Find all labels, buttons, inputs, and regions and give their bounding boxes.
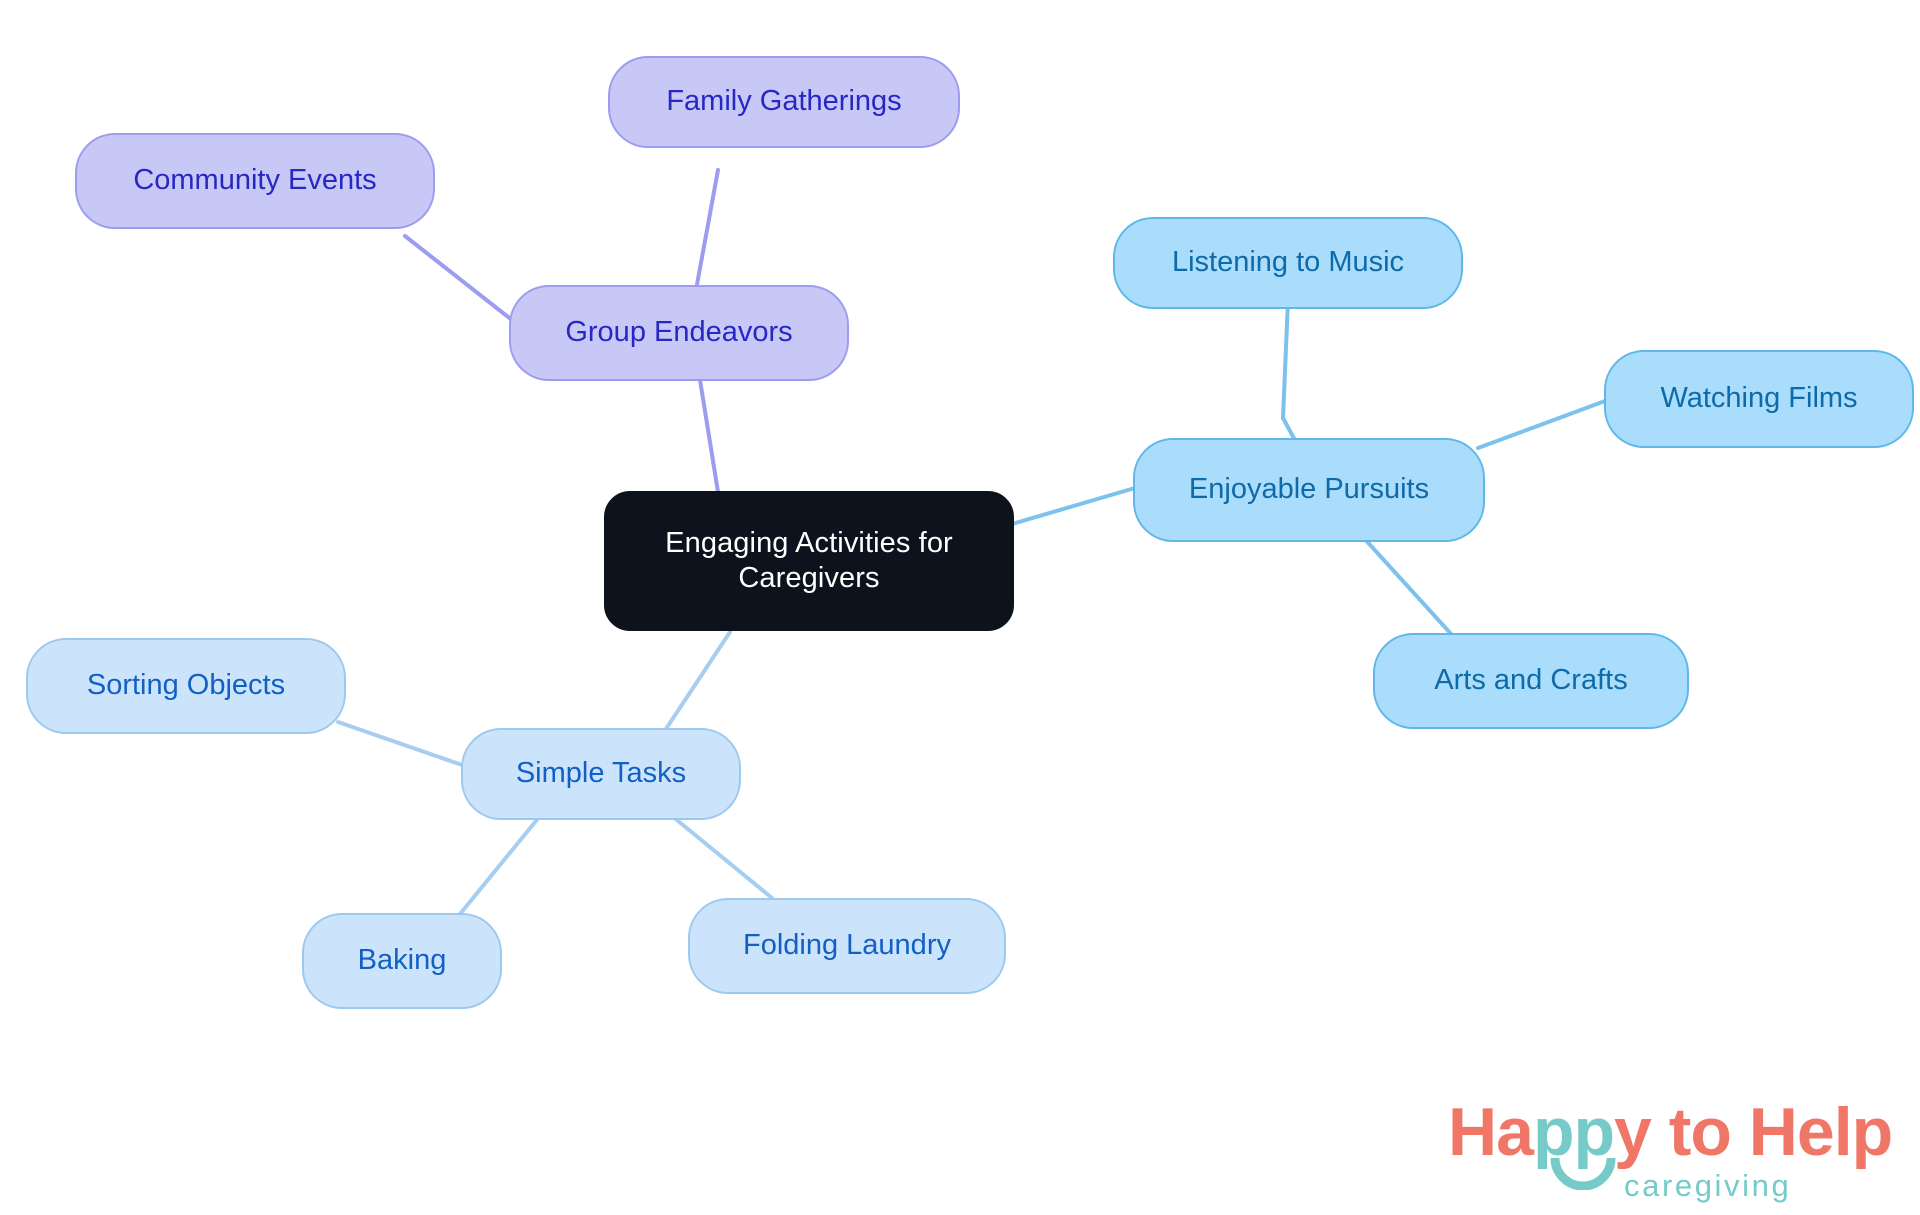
edge-enjoyable-pursuits-listening-to-music-2 [1281,298,1290,420]
node-community-events[interactable]: Community Events [75,133,435,229]
logo-word-pp: pp [1532,1094,1615,1170]
logo-word-ha: Ha [1448,1094,1534,1170]
edge-root-simple-tasks [658,630,732,740]
edge-enjoyable-pursuits-watching-films [1476,399,1607,450]
logo-word-y-to-help: y to Help [1614,1094,1893,1170]
node-listening-to-music[interactable]: Listening to Music [1113,217,1463,309]
node-simple-tasks[interactable]: Simple Tasks [461,728,741,820]
logo-tagline: caregiving [1624,1168,1792,1203]
node-sorting-objects[interactable]: Sorting Objects [26,638,346,734]
node-family-gatherings[interactable]: Family Gatherings [608,56,960,148]
edge-root-enjoyable-pursuits [1010,486,1137,526]
node-root-engaging-activities[interactable]: Engaging Activities for Caregivers [604,491,1014,631]
node-watching-films[interactable]: Watching Films [1604,350,1914,448]
edge-simple-tasks-sorting-objects [336,720,467,768]
logo-wordmark: Happy to Help [1448,1098,1893,1166]
edge-group-endeavors-community-events [403,234,514,322]
smile-icon [1550,1157,1616,1190]
node-enjoyable-pursuits[interactable]: Enjoyable Pursuits [1133,438,1485,542]
node-group-endeavors[interactable]: Group Endeavors [509,285,849,381]
edge-group-endeavors-family-gatherings [694,168,720,292]
node-folding-laundry[interactable]: Folding Laundry [688,898,1006,994]
edge-root-group-endeavors [698,378,720,494]
edge-simple-tasks-baking [458,814,542,916]
happy-to-help-logo: Happy to Help caregiving [1448,1098,1893,1208]
edge-simple-tasks-folding-laundry [670,814,774,900]
node-arts-and-crafts[interactable]: Arts and Crafts [1373,633,1689,729]
node-baking[interactable]: Baking [302,913,502,1009]
edge-enjoyable-pursuits-arts-and-crafts [1360,534,1464,648]
